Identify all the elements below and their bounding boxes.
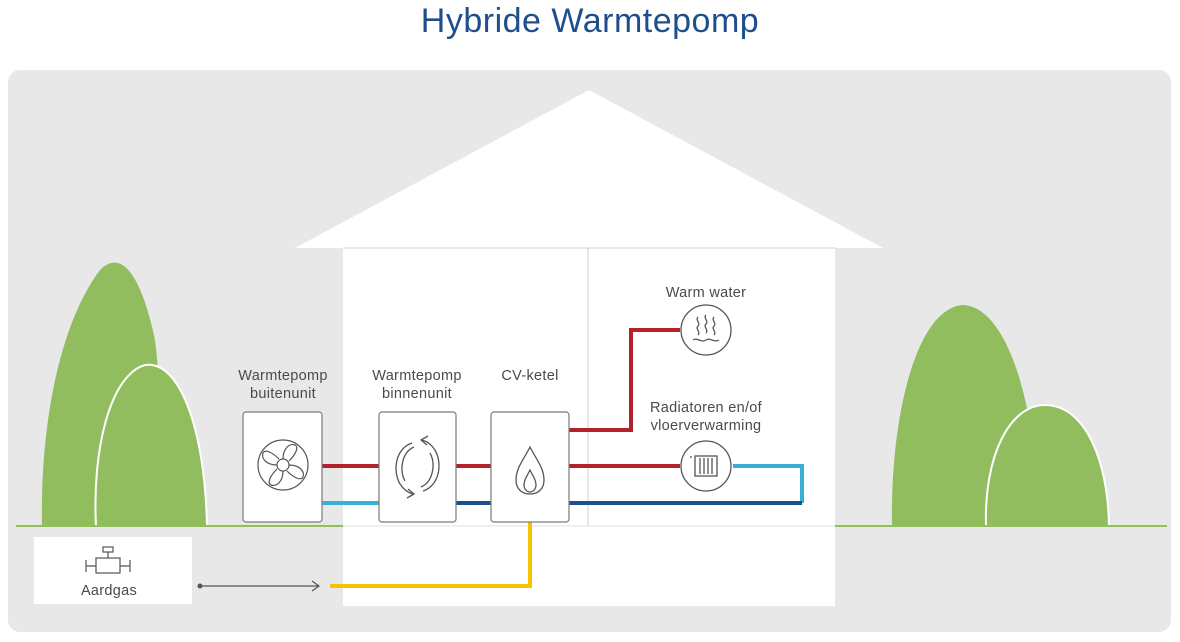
gas-valve-icon <box>85 546 131 574</box>
heat-waves-icon <box>680 304 732 356</box>
pipes <box>322 328 804 588</box>
tree-left <box>41 262 209 527</box>
gas-pipe <box>330 522 532 588</box>
radiators-label-line2: vloerverwarming <box>650 418 762 434</box>
outdoor-unit-label-line2: buitenunit <box>250 386 316 402</box>
fan-icon <box>257 439 309 491</box>
flame-icon <box>515 445 545 495</box>
radiators-label: Radiatoren en/of vloerverwarming <box>626 399 786 435</box>
outdoor-unit-label: Warmtepomp buitenunit <box>222 367 344 403</box>
warm-water-pipe <box>569 328 680 432</box>
indoor-unit-label-line2: binnenunit <box>382 386 452 402</box>
warm-water-label: Warm water <box>665 285 747 301</box>
radiators-label-line1: Radiatoren en/of <box>649 400 762 416</box>
indoor-unit <box>378 411 457 523</box>
house <box>295 90 883 606</box>
radiator-icon <box>680 440 732 492</box>
tree-right <box>891 305 1111 527</box>
outdoor-unit-label-line1: Warmtepomp <box>238 368 328 384</box>
boiler-unit <box>490 411 570 523</box>
cycle-arrows-icon <box>395 435 440 499</box>
outdoor-unit <box>242 411 323 523</box>
indoor-unit-label: Warmtepomp binnenunit <box>356 367 478 403</box>
gas-label: Aardgas <box>80 583 138 599</box>
radiator-return-pipe <box>733 464 804 503</box>
gas-arrow <box>197 580 321 592</box>
page-title: Hybride Warmtepomp <box>420 2 760 40</box>
indoor-unit-label-line1: Warmtepomp <box>372 368 462 384</box>
boiler-label: CV-ketel <box>501 368 559 384</box>
